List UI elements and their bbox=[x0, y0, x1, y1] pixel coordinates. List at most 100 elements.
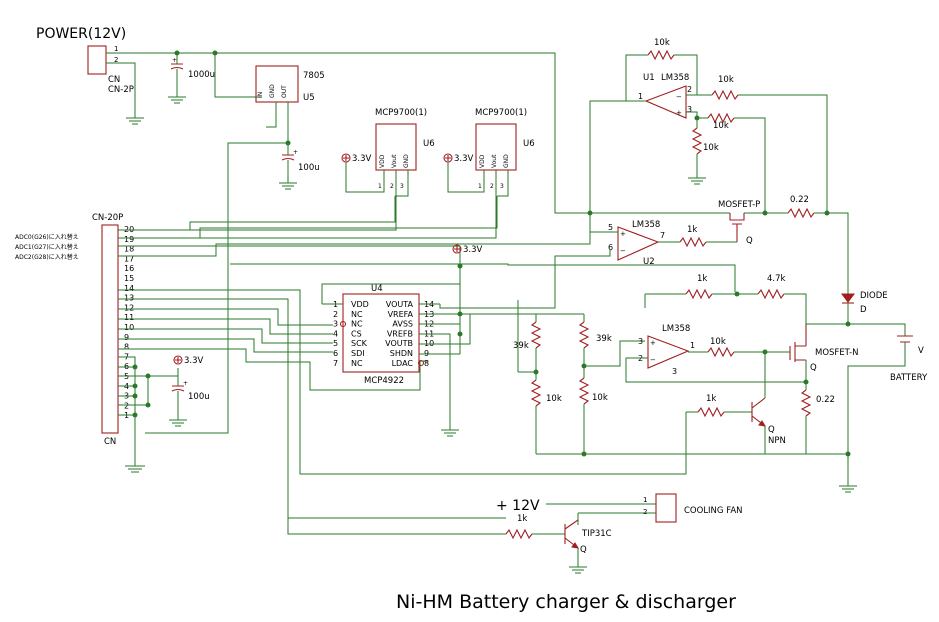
header-pin-12: 12 bbox=[124, 303, 134, 312]
sensor2-supply: 3.3V bbox=[454, 154, 474, 164]
opamp-u1: U1 LM358 − + 1 2 3 bbox=[638, 73, 692, 119]
opamp-u1-ref: U1 bbox=[643, 73, 655, 83]
mosfet-n-label: MOSFET-N bbox=[815, 348, 859, 358]
diode-label: DIODE bbox=[860, 291, 888, 301]
resistor-10k-a-label: 10k bbox=[718, 75, 734, 85]
resistor-1k-u2-label: 1k bbox=[687, 225, 697, 235]
inversion-bubble bbox=[417, 359, 425, 367]
diode-ref: D bbox=[860, 305, 867, 315]
mosfet-n-ref: Q bbox=[810, 363, 817, 373]
power-connector-type: CN-2P bbox=[108, 85, 134, 95]
sensor1-pin2: 2 bbox=[390, 183, 394, 190]
power-connector-ref: CN bbox=[108, 75, 120, 85]
dac-label-sdi: SDI bbox=[351, 349, 365, 358]
dac-label-avss: AVSS bbox=[392, 320, 413, 329]
supply-33v-dac: 3.3V bbox=[452, 244, 483, 255]
diagram-title: Ni-HM Battery charger & discharger bbox=[396, 591, 736, 613]
header-pin-19: 19 bbox=[124, 235, 134, 244]
header-pin-15: 15 bbox=[124, 274, 134, 283]
mosfet-n: MOSFET-N Q bbox=[789, 324, 859, 373]
regulator-pin-out: OUT bbox=[281, 85, 288, 98]
svg-text:+: + bbox=[620, 230, 626, 238]
regulator-pin-in: IN bbox=[257, 92, 264, 98]
header-pin-9: 9 bbox=[124, 333, 129, 342]
dac-label-ldac: LDAC bbox=[392, 359, 414, 368]
resistor-10k-u3-label: 10k bbox=[710, 337, 726, 347]
dac-pin-8: 8 bbox=[424, 359, 429, 368]
tip31c-label: TIP31C bbox=[581, 529, 612, 539]
sensor1-ref: U6 bbox=[423, 139, 435, 149]
svg-text:−: − bbox=[676, 93, 682, 101]
resistor-10k-c-label: 10k bbox=[703, 143, 719, 153]
dac-pin-6: 6 bbox=[333, 349, 338, 358]
opamp-u2-pin7: 7 bbox=[660, 231, 665, 240]
capacitor-1000u: + 1000u bbox=[168, 53, 215, 104]
resistor-47k-label: 4.7k bbox=[767, 274, 786, 284]
capacitor-100u-top: + 100u bbox=[279, 143, 320, 190]
dac-label-nc: NC bbox=[351, 320, 363, 329]
opamp-u2-ref: U2 bbox=[643, 257, 655, 267]
sensor2-vdd: VDD bbox=[479, 154, 486, 168]
inversion-bubble bbox=[339, 320, 347, 328]
dac-label-shdn: SHDN bbox=[390, 349, 413, 358]
mosfet-p-label: MOSFET-P bbox=[718, 200, 760, 210]
ground-symbol bbox=[126, 117, 144, 125]
header-pin-16: 16 bbox=[124, 264, 134, 273]
mosfet-p-ref: Q bbox=[746, 236, 753, 246]
supply-33v-left-label: 3.3V bbox=[184, 356, 204, 366]
opamp-u2: LM358 + − 5 6 7 U2 bbox=[608, 220, 665, 267]
dac-pin-4: 4 bbox=[333, 329, 338, 338]
npn-transistor: Q NPN bbox=[751, 397, 786, 446]
dac-label-vdd: VDD bbox=[351, 300, 369, 309]
opamp-u2-pin5: 5 bbox=[608, 223, 613, 232]
header-pin-13: 13 bbox=[124, 294, 134, 303]
dac-label-cs: CS bbox=[351, 329, 362, 338]
regulator-part: 7805 bbox=[303, 71, 325, 81]
opamp-u1-pin1: 1 bbox=[638, 92, 643, 101]
dac-pin-7: 7 bbox=[333, 359, 338, 368]
power-pin2: 2 bbox=[114, 56, 118, 64]
tip31c-transistor: TIP31C Q bbox=[564, 519, 612, 555]
header-pin-18: 18 bbox=[124, 245, 134, 254]
header-pin-8: 8 bbox=[124, 343, 129, 352]
regulator-7805: IN GND OUT 7805 U5 bbox=[255, 65, 325, 103]
temp-sensor-2: MCP9700(1) VDD Vout GND U6 1 2 3 3.3V bbox=[160, 108, 535, 239]
dac-label-vrefa: VREFA bbox=[388, 310, 414, 319]
cooling-fan: + 12V 1 2 COOLING FAN bbox=[496, 493, 743, 523]
sensor2-part: MCP9700(1) bbox=[475, 108, 527, 118]
sensor2-gnd: GND bbox=[503, 154, 510, 168]
dac-label-nc: NC bbox=[351, 359, 363, 368]
dac-label-nc: NC bbox=[351, 310, 363, 319]
opamp-u3-part: LM358 bbox=[662, 324, 690, 334]
divider-b: 39k 10k bbox=[578, 314, 612, 454]
header-ref: CN-20P bbox=[92, 213, 123, 223]
opamp-u3: LM358 + − 3 2 1 3 bbox=[638, 324, 695, 376]
temp-sensor-1: MCP9700(1) VDD Vout GND U6 1 2 3 3.3V bbox=[160, 108, 435, 231]
sensor1-gnd: GND bbox=[403, 154, 410, 168]
resistor-1k-fan-label: 1k bbox=[517, 514, 527, 524]
sensor1-vout: Vout bbox=[391, 154, 398, 168]
capacitor-100u-bottom: + 100u bbox=[169, 376, 210, 427]
header-pin-17: 17 bbox=[124, 254, 134, 263]
resistor-10k-d-label: 10k bbox=[546, 394, 562, 404]
npn-part: NPN bbox=[768, 436, 786, 446]
sensor1-pin3: 3 bbox=[400, 183, 404, 190]
sensor1-pin1: 1 bbox=[378, 183, 382, 190]
sensor2-pin3: 3 bbox=[500, 183, 504, 190]
dac-label-vouta: VOUTA bbox=[386, 300, 414, 309]
opamp-u2-part: LM358 bbox=[632, 220, 660, 230]
svg-text:−: − bbox=[650, 356, 656, 364]
capacitor-100u-top-label: 100u bbox=[298, 163, 320, 173]
opamp-u1-pin2: 2 bbox=[687, 85, 692, 94]
sensor1-part: MCP9700(1) bbox=[375, 108, 427, 118]
resistor-022-bot-label: 0.22 bbox=[816, 395, 835, 405]
resistor-022-top-label: 0.22 bbox=[790, 195, 809, 205]
resistor-39k-b-label: 39k bbox=[596, 334, 612, 344]
dac-label-sck: SCK bbox=[351, 339, 368, 348]
header-20pin: CN-20P CN ADC0(G26)に入れ替え ADC1(G27)に入れ替え … bbox=[15, 213, 134, 447]
svg-text:−: − bbox=[620, 247, 626, 255]
power-pin1: 1 bbox=[114, 45, 118, 53]
dac-pin-5: 5 bbox=[333, 339, 338, 348]
